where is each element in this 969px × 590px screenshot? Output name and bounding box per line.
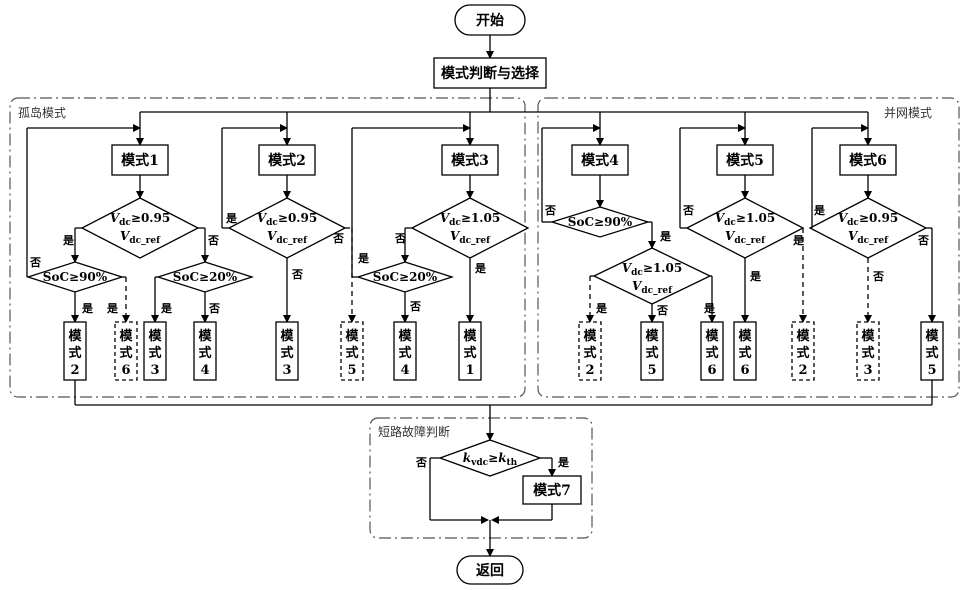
- decision-v095-b: [229, 198, 345, 258]
- decision-v095-a: [82, 198, 198, 258]
- soc90-a-yes: 是: [81, 302, 94, 315]
- v095-b-yes: 是: [225, 212, 238, 225]
- mode4-label: 模式4: [581, 152, 619, 169]
- soc90-b-yes: 是: [659, 230, 672, 243]
- mode1-label: 模式1: [121, 152, 159, 169]
- v105-b-yes2: 是: [703, 302, 716, 315]
- soc90-a-text: SoC≥90%: [43, 270, 108, 284]
- v095-b-no: 否: [291, 268, 303, 281]
- fault-yes: 是: [557, 456, 570, 469]
- soc90-a-no: 否: [29, 256, 41, 269]
- v095-a-yes: 是: [62, 234, 75, 247]
- v095-c-yes: 是: [813, 204, 826, 217]
- soc20-b-no: 否: [409, 300, 421, 313]
- decision-v095-c: [810, 198, 926, 258]
- mode6-label: 模式6: [849, 152, 887, 169]
- start-label: 开始: [476, 12, 504, 29]
- fault-label: 短路故障判断: [378, 424, 450, 439]
- soc90-b-no: 否: [544, 204, 556, 217]
- v095-c-no2: 否: [917, 234, 929, 247]
- v105-b-no: 否: [656, 304, 668, 317]
- v105-a-yes: 是: [474, 262, 487, 275]
- decision-v105-c: [687, 198, 803, 258]
- soc90-b-text: SoC≥90%: [568, 215, 633, 229]
- mode3-label: 模式3: [451, 152, 489, 169]
- end-label: 返回: [476, 562, 504, 579]
- fault-no: 否: [415, 456, 427, 469]
- soc90-a-yes2: 是: [106, 302, 119, 315]
- island-mode-label: 孤岛模式: [18, 105, 66, 120]
- decision-v105-a: [412, 198, 528, 258]
- soc20-a-no: 否: [208, 302, 220, 315]
- mode2-label: 模式2: [268, 152, 306, 169]
- output-boxes: 模式2模式6模式3模式4模式3模式5模式4模式1模式2模式5模式6模式6模式2模…: [64, 322, 943, 380]
- soc20-a-yes: 是: [160, 302, 173, 315]
- mode-select-label: 模式判断与选择: [441, 65, 540, 82]
- v105-c-yes: 是: [749, 270, 762, 283]
- grid-mode-label: 并网模式: [884, 106, 932, 120]
- soc20-b-yes: 是: [357, 252, 370, 265]
- v105-a-no: 否: [394, 232, 406, 245]
- v095-c-no: 否: [872, 270, 884, 283]
- soc20-b-text: SoC≥20%: [373, 270, 438, 284]
- mode7-label: 模式7: [533, 482, 571, 499]
- v105-b-yes: 是: [595, 302, 608, 315]
- v095-b-no-right: 否: [332, 232, 344, 245]
- v095-a-no: 否: [207, 234, 219, 247]
- mode5-label: 模式5: [726, 152, 764, 169]
- soc20-a-text: SoC≥20%: [173, 270, 238, 284]
- v105-c-no: 否: [682, 204, 694, 217]
